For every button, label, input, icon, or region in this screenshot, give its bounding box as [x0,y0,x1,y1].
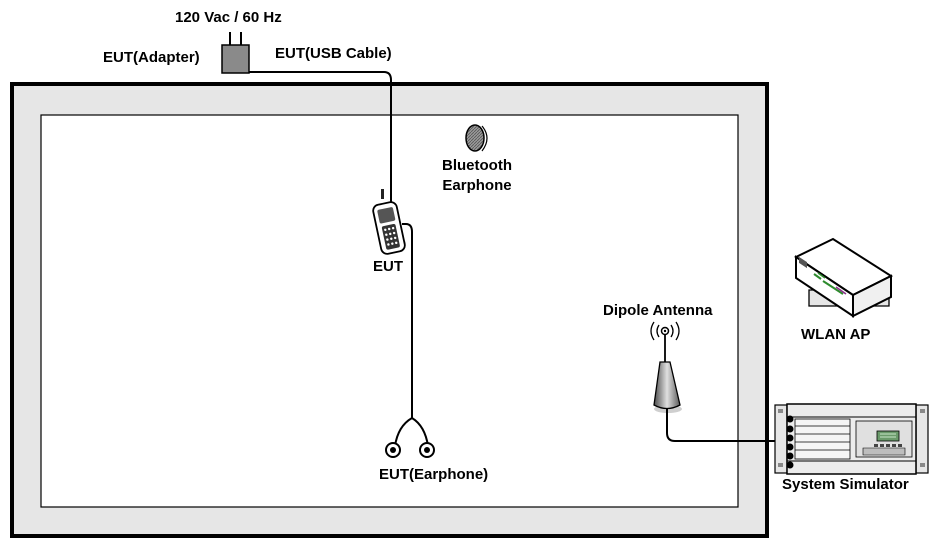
bluetooth-earphone-label-line2: Earphone [442,177,512,194]
system-simulator-label: System Simulator [782,476,909,493]
dipole-antenna-icon [650,321,682,413]
rf-cable-line [666,408,790,442]
phone-icon [372,189,406,255]
chamber-inner-area [40,114,739,508]
adapter-icon [221,32,250,74]
earbud-right-icon [419,442,435,458]
eut-label: EUT [373,258,403,275]
power-label: 120 Vac / 60 Hz [175,9,282,26]
dipole-antenna-label: Dipole Antenna [603,302,713,319]
earphone-label: EUT(Earphone) [379,466,489,483]
bluetooth-earphone-icon [465,124,488,152]
wlan-ap-label: WLAN AP [801,326,871,343]
usb-cable-line [249,71,392,205]
usb-cable-label: EUT(USB Cable) [275,45,392,62]
earphone-cable-line [402,223,413,418]
wlan-ap-icon [793,237,894,318]
bluetooth-earphone-label-line1: Bluetooth [442,157,512,174]
adapter-label: EUT(Adapter) [103,49,200,66]
system-simulator-icon [774,403,929,475]
earbud-left-icon [385,442,401,458]
